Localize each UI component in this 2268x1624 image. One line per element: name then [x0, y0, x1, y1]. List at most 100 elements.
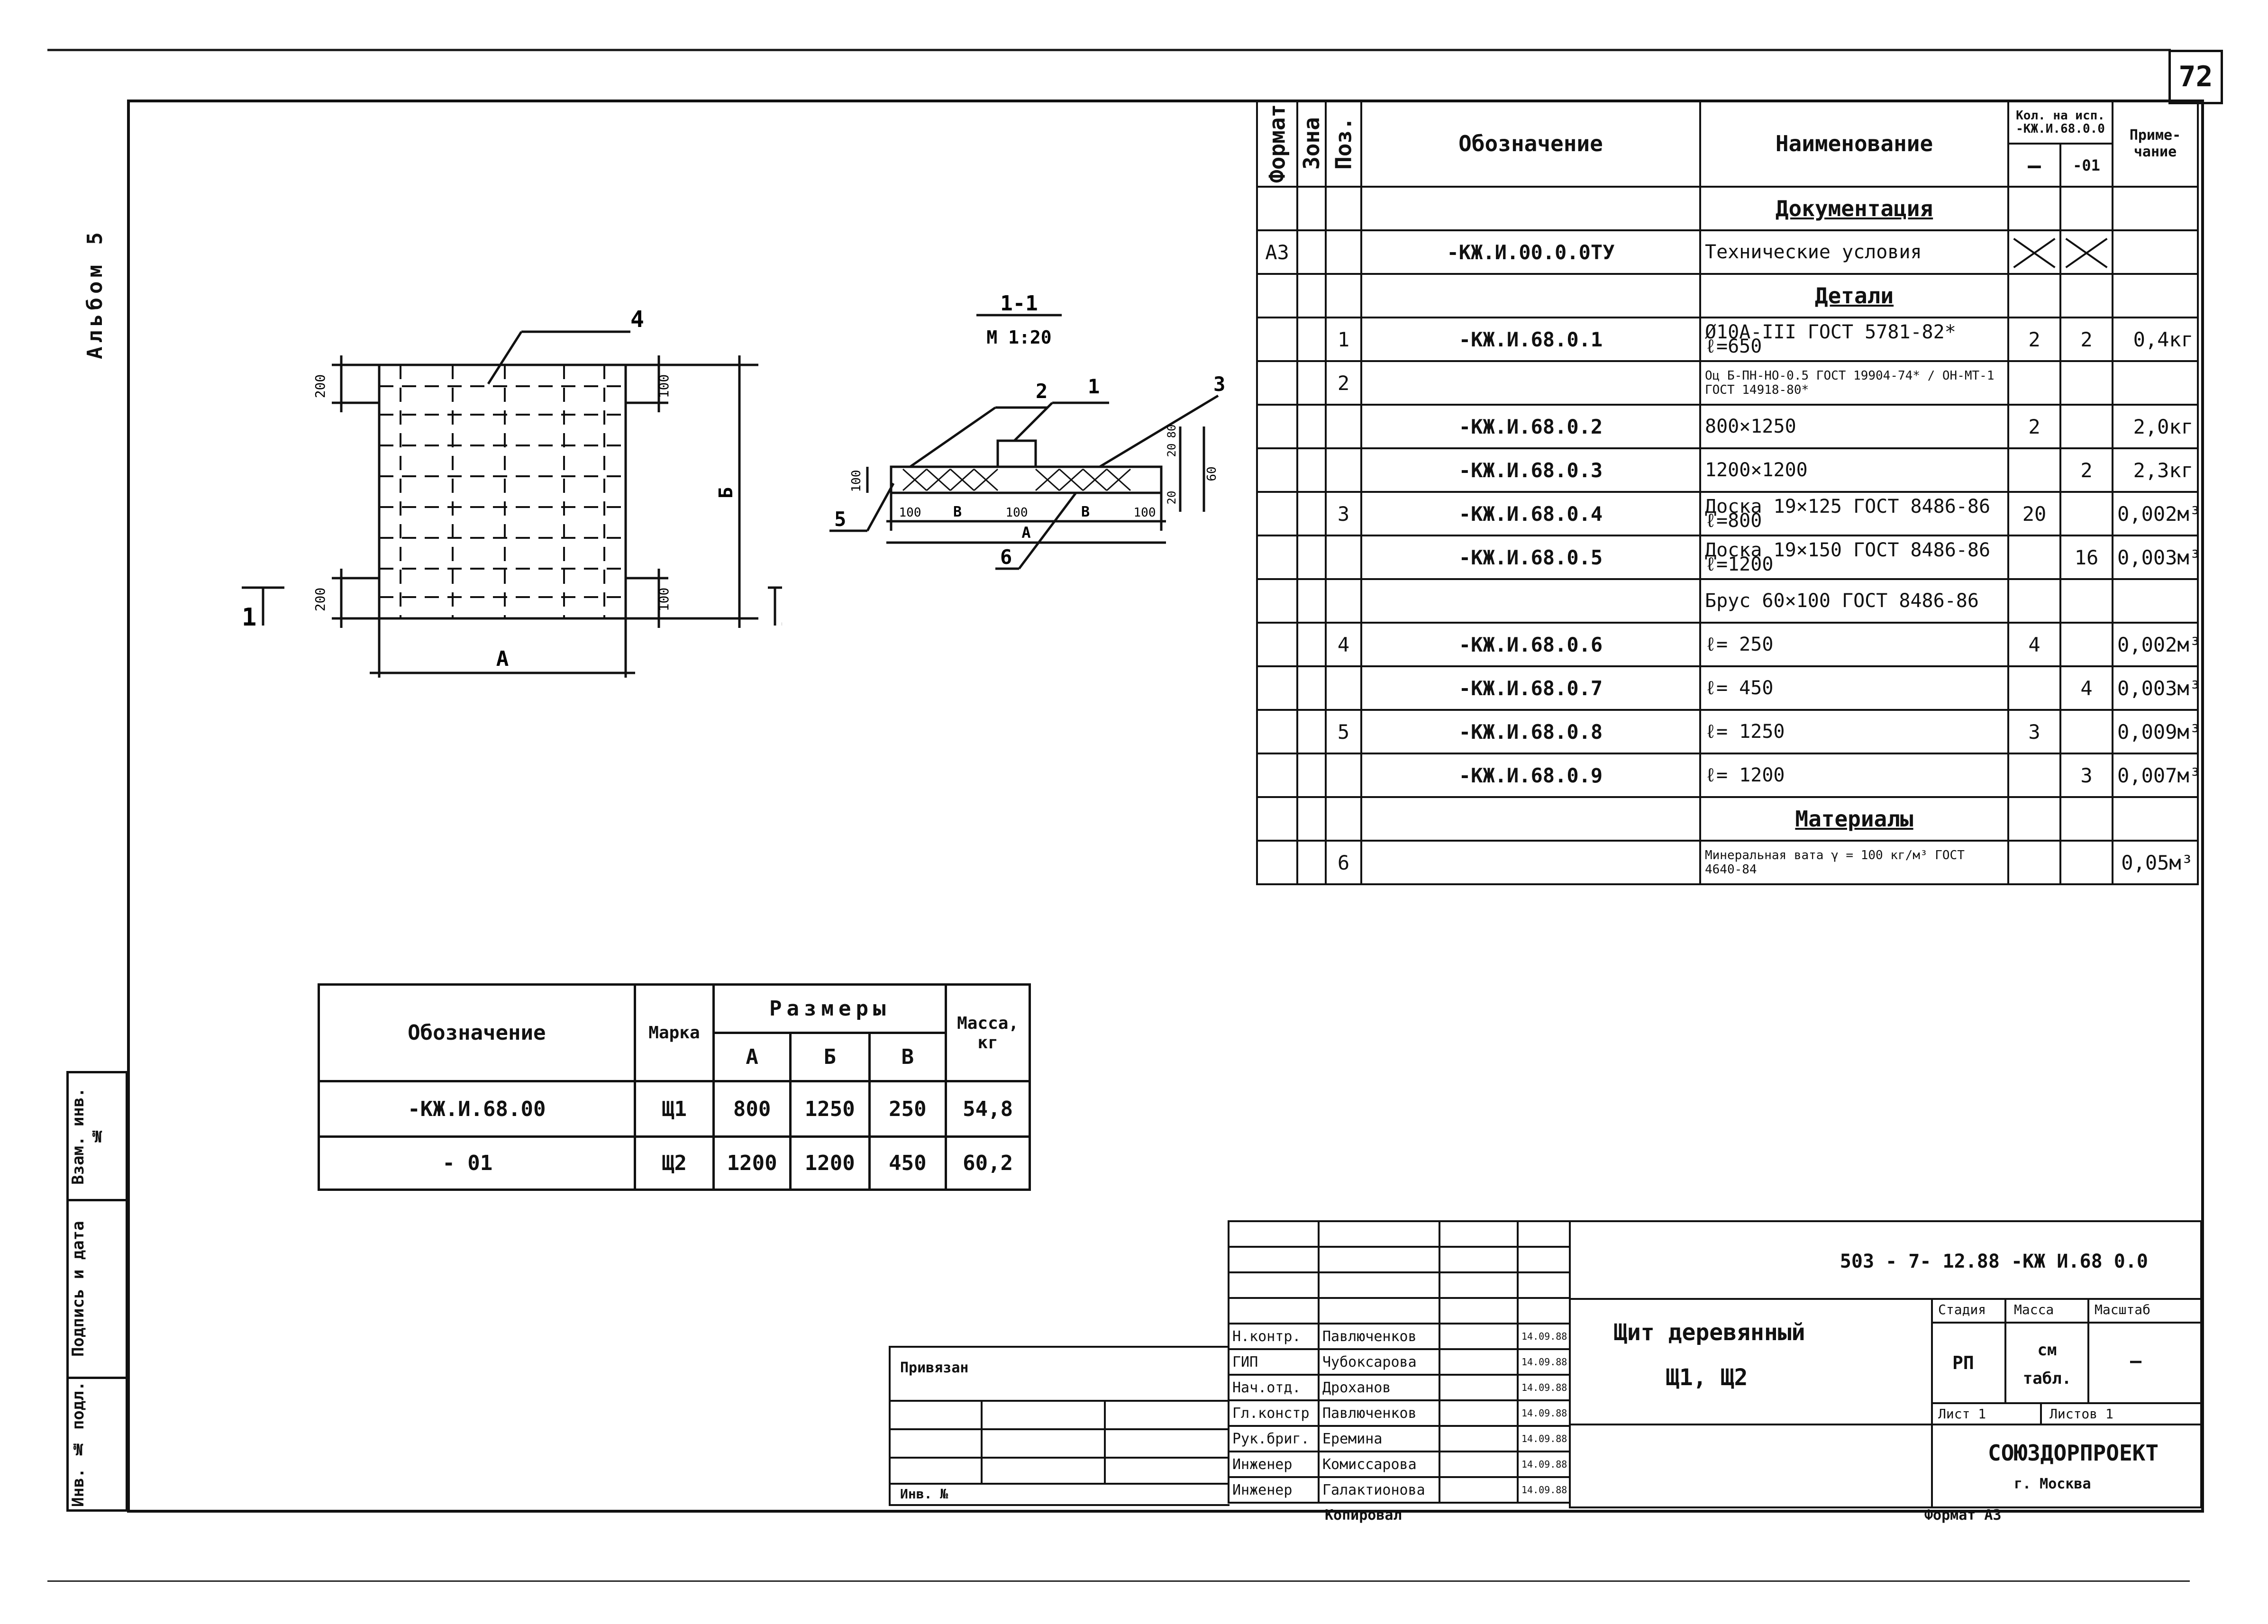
size-row-0-a: 800	[712, 1080, 792, 1138]
spec-cell-qty-b	[2059, 622, 2113, 667]
staff-role: Рук.бриг.	[1228, 1425, 1320, 1452]
staff-date: 14.09.88	[1517, 1323, 1571, 1350]
section-scale: М 1:20	[986, 327, 1051, 348]
staff-name: Еремина	[1318, 1425, 1440, 1452]
spec-cell-qty-a	[2007, 229, 2061, 275]
spec-section-title: Документация	[1699, 186, 2009, 231]
spec-cell-qty-b	[2059, 578, 2113, 624]
spec-cell-designation: -КЖ.И.68.0.3	[1360, 447, 1701, 493]
section-bdim-0: 100	[899, 506, 921, 520]
spec-cell-zone	[1296, 840, 1327, 885]
spec-cell-name: Минеральная вата γ = 100 кг/м³ ГОСТ 4640…	[1699, 840, 2009, 885]
spec-cell-qty-b	[2059, 360, 2113, 406]
callout-4: 4	[630, 306, 644, 333]
spec-cell-name: ℓ= 250	[1699, 622, 2009, 667]
spec-cell-pos	[1325, 404, 1362, 449]
staff-signature	[1439, 1374, 1519, 1401]
spec-cell-qty-a: 20	[2007, 491, 2061, 536]
size-table: Обозначение Марка Размеры Масса, кг А Б …	[318, 983, 1031, 1191]
section-callout-6: 6	[1000, 545, 1012, 569]
staff-date: 14.09.88	[1517, 1425, 1571, 1452]
staff-row: Гл.констр Павлюченков 14.09.88	[1228, 1399, 1571, 1427]
dim-100-top: 100	[656, 374, 672, 399]
size-row-0-mass: 54,8	[945, 1080, 1031, 1138]
spec-cell-format	[1256, 665, 1298, 711]
spec-cell-qty-b	[2059, 491, 2113, 536]
spec-cell-format	[1256, 360, 1298, 406]
staff-role: Гл.констр	[1228, 1399, 1320, 1427]
size-row: -КЖ.И.68.00 Щ1 800 1250 250 54,8	[318, 1080, 1031, 1138]
size-h-mass: Масса, кг	[945, 983, 1031, 1082]
spec-cell-pos: 3	[1325, 491, 1362, 536]
spec-cell-name: Оц Б-ПН-НО-0.5 ГОСТ 19904-74* / ОН-МТ-1 …	[1699, 360, 2009, 406]
spec-h-designation: Обозначение	[1360, 100, 1701, 188]
size-row-0-des: -КЖ.И.68.00	[318, 1080, 636, 1138]
spec-cell-qty-a: 3	[2007, 709, 2061, 754]
spec-cell-note: 0,4кг	[2112, 317, 2199, 362]
inv-no-label: Инв. №	[900, 1486, 948, 1502]
spec-cell-name: 800×1250	[1699, 404, 2009, 449]
spec-cell-qty-a: 4	[2007, 622, 2061, 667]
size-row-1-b: 1200	[789, 1135, 871, 1191]
spec-cell-qty-b	[2059, 840, 2113, 885]
spec-h-name: Наименование	[1699, 100, 2009, 188]
spec-cell-pos: 1	[1325, 317, 1362, 362]
spec-cell-pos: 5	[1325, 709, 1362, 754]
spec-cell-format	[1256, 317, 1298, 362]
spec-h-note: Приме- чание	[2112, 100, 2199, 188]
staff-role: Н.контр.	[1228, 1323, 1320, 1350]
side-stamp-inv-podl: Инв. № подл.	[66, 1377, 128, 1512]
staff-row: Нач.отд. Дроханов 14.09.88	[1228, 1374, 1571, 1401]
stage-label: Стадия	[1938, 1302, 1986, 1317]
staff-name: Павлюченков	[1318, 1323, 1440, 1350]
scale-label: Масштаб	[2095, 1302, 2151, 1317]
size-row-1-a: 1200	[712, 1135, 792, 1191]
stage-value: РП	[1952, 1352, 1974, 1373]
spec-cell-qty-a	[2007, 360, 2061, 406]
privyazan-block: Привязан Инв. №	[889, 1346, 1230, 1506]
format-label: Формат А3	[1924, 1507, 2002, 1524]
spec-cell-designation	[1360, 578, 1701, 624]
spec-cell-designation: -КЖ.И.68.0.2	[1360, 404, 1701, 449]
spec-cell-zone	[1296, 491, 1327, 536]
spec-cell-zone	[1296, 578, 1327, 624]
staff-date: 14.09.88	[1517, 1451, 1571, 1478]
cut-marker-right: 1	[780, 603, 782, 632]
spec-cell-format	[1256, 840, 1298, 885]
spec-cell-qty-b	[2059, 229, 2113, 275]
section-bdim-4: 100	[1134, 506, 1156, 520]
section-bdim-2: 100	[1006, 506, 1028, 520]
panel-outline	[378, 363, 627, 620]
size-row-1-mark: Щ2	[633, 1135, 715, 1191]
staff-row: Н.контр. Павлюченков 14.09.88	[1228, 1323, 1571, 1350]
title-block-main: 503 - 7- 12.88 -КЖ И.68 0.0 Щит деревянн…	[1569, 1220, 2202, 1508]
spec-cell-name: Брус 60×100 ГОСТ 8486-86	[1699, 578, 2009, 624]
staff-row: ГИП Чубоксарова 14.09.88	[1228, 1348, 1571, 1376]
spec-h-zone: Зона	[1297, 100, 1326, 187]
spec-cell-qty-b: 4	[2059, 665, 2113, 711]
staff-signature	[1439, 1425, 1519, 1452]
sheet-number: 72	[2168, 50, 2223, 104]
spec-cell-qty-b: 2	[2059, 317, 2113, 362]
spec-cell-pos	[1325, 665, 1362, 711]
spec-cell-pos: 6	[1325, 840, 1362, 885]
spec-cell-pos	[1325, 447, 1362, 493]
spec-cell-name: Доска 19×125 ГОСТ 8486-86 ℓ=800	[1699, 491, 2009, 536]
spec-cell-note	[2112, 578, 2199, 624]
staff-signature	[1439, 1476, 1519, 1504]
sheets-label: Листов 1	[2049, 1406, 2113, 1422]
spec-cell-qty-a: 2	[2007, 404, 2061, 449]
cut-marker-left: 1	[242, 603, 256, 632]
spec-cell-format	[1256, 753, 1298, 798]
spec-section-title: Детали	[1699, 273, 2009, 318]
spec-cell-format	[1256, 709, 1298, 754]
spec-cell-note: 0,003м³	[2112, 535, 2199, 580]
section-dim-20a: 20	[1165, 444, 1178, 457]
spec-h-format: Формат	[1257, 100, 1297, 187]
copied-label: Копировал	[1325, 1507, 1402, 1524]
spec-h-qty-b: -01	[2059, 143, 2113, 188]
section-bdim-3: В	[1081, 504, 1090, 520]
